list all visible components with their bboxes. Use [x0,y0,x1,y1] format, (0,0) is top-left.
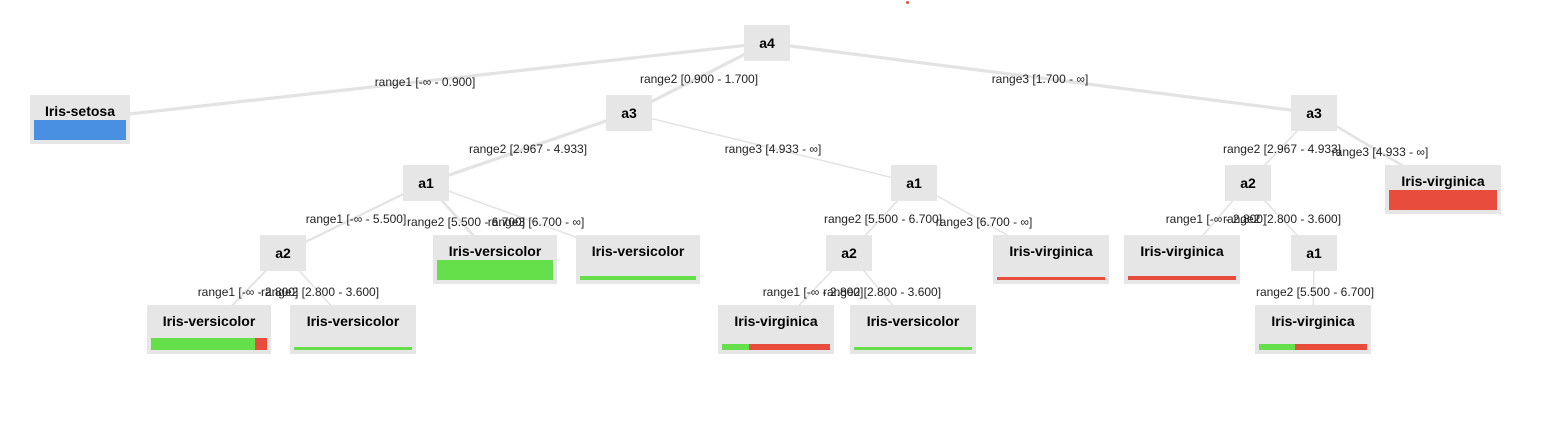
class-distribution-bar [997,277,1105,280]
leaf-node[interactable]: Iris-virginica [1255,305,1371,354]
bar-segment-virginica [255,338,267,350]
class-distribution-bar [34,120,126,140]
bar-segment-versicolor [580,276,696,280]
split-node[interactable]: a2 [260,235,306,271]
node-label: Iris-virginica [1140,243,1224,259]
split-node[interactable]: a2 [1225,165,1271,201]
node-label: a2 [275,245,291,261]
node-label: Iris-virginica [1401,173,1485,189]
edge-label: range2 [2.800 - 3.600] [822,285,942,299]
node-label: Iris-versicolor [591,243,685,259]
split-node[interactable]: a2 [826,235,872,271]
edge-label: range2 [5.500 - 6.700] [823,212,943,226]
leaf-node[interactable]: Iris-versicolor [576,235,700,284]
bar-segment-virginica [997,277,1105,280]
bar-segment-versicolor [1259,344,1295,350]
edge-n_a1_left-n_a2_left [282,181,427,255]
edge-n_a3_mid-n_a1_mid [628,112,915,184]
node-label: Iris-versicolor [162,313,256,329]
edge-label: range3 [6.700 - ∞] [935,215,1033,229]
node-label: a4 [759,35,775,51]
bar-segment-versicolor [151,338,256,350]
leaf-node[interactable]: Iris-virginica [993,235,1109,284]
class-distribution-bar [1389,190,1497,210]
node-label: Iris-versicolor [306,313,400,329]
split-node[interactable]: a1 [403,165,449,201]
edge-label: range2 [2.800 - 3.600] [1222,212,1342,226]
bar-segment-virginica [1294,344,1367,350]
class-distribution-bar [722,344,830,350]
node-label: Iris-virginica [1271,313,1355,329]
split-node[interactable]: a4 [744,25,790,61]
class-distribution-bar [1259,344,1367,350]
node-label: a1 [418,175,434,191]
node-label: Iris-virginica [1009,243,1093,259]
leaf-node[interactable]: Iris-versicolor [290,305,416,354]
node-label: a1 [906,175,922,191]
class-distribution-bar [1128,276,1236,280]
node-label: a1 [1306,245,1322,261]
edge-n_a3_mid-n_a1_left [425,111,630,185]
node-label: a2 [841,245,857,261]
split-node[interactable]: a3 [1291,95,1337,131]
split-node[interactable]: a3 [606,95,652,131]
edge-label: range2 [0.900 - 1.700] [639,72,759,86]
bar-segment-versicolor [437,260,553,280]
class-distribution-bar [151,338,267,350]
edge-label: range2 [2.800 - 3.600] [260,285,380,299]
edge-label: range1 [-∞ - 5.500] [305,212,407,226]
node-label: Iris-versicolor [866,313,960,329]
edge-label: range2 [5.500 - 6.700] [406,215,526,229]
node-label: a3 [1306,105,1322,121]
edge-label: range3 [4.933 - ∞] [724,142,822,156]
class-distribution-bar [854,347,972,350]
split-node[interactable]: a1 [1291,235,1337,271]
split-node[interactable]: a1 [891,165,937,201]
edge-label: range2 [5.500 - 6.700] [1255,285,1375,299]
edge-n_a4-n_a3_right [766,41,1315,115]
marker-dot [906,1,909,4]
leaf-node[interactable]: Iris-versicolor [850,305,976,354]
edge-label: range3 [6.700 - ∞] [487,215,585,229]
bar-segment-virginica [749,344,830,350]
edge-label: range3 [1.700 - ∞] [991,72,1089,86]
node-label: a2 [1240,175,1256,191]
leaf-node[interactable]: Iris-virginica [1124,235,1240,284]
edge-label: range1 [-∞ - 2.800] [1165,212,1267,226]
node-label: Iris-virginica [734,313,818,329]
edge-label: range1 [-∞ - 2.800] [762,285,864,299]
edge-label: range2 [2.967 - 4.933] [1222,142,1342,156]
class-distribution-bar [580,276,696,280]
bar-segment-setosa [34,120,126,140]
node-label: a3 [621,105,637,121]
bar-segment-versicolor [854,347,972,350]
bar-segment-versicolor [722,344,749,350]
edge-label: range2 [2.967 - 4.933] [468,142,588,156]
node-label: Iris-versicolor [448,243,542,259]
class-distribution-bar [437,260,553,280]
bar-segment-versicolor [294,347,412,350]
leaf-node[interactable]: Iris-versicolor [147,305,271,354]
edge-label: range3 [4.933 - ∞] [1331,145,1429,159]
edge-label: range1 [-∞ - 2.800] [197,285,299,299]
leaf-node[interactable]: Iris-versicolor [433,235,557,284]
bar-segment-virginica [1389,190,1497,210]
class-distribution-bar [294,347,412,350]
edge-n_a4-n_setosa [79,41,768,122]
node-label: Iris-setosa [44,103,116,119]
leaf-node[interactable]: Iris-setosa [30,95,130,144]
leaf-node[interactable]: Iris-virginica [718,305,834,354]
leaf-node[interactable]: Iris-virginica [1385,165,1501,214]
bar-segment-virginica [1128,276,1236,280]
edge-label: range1 [-∞ - 0.900] [374,75,476,89]
